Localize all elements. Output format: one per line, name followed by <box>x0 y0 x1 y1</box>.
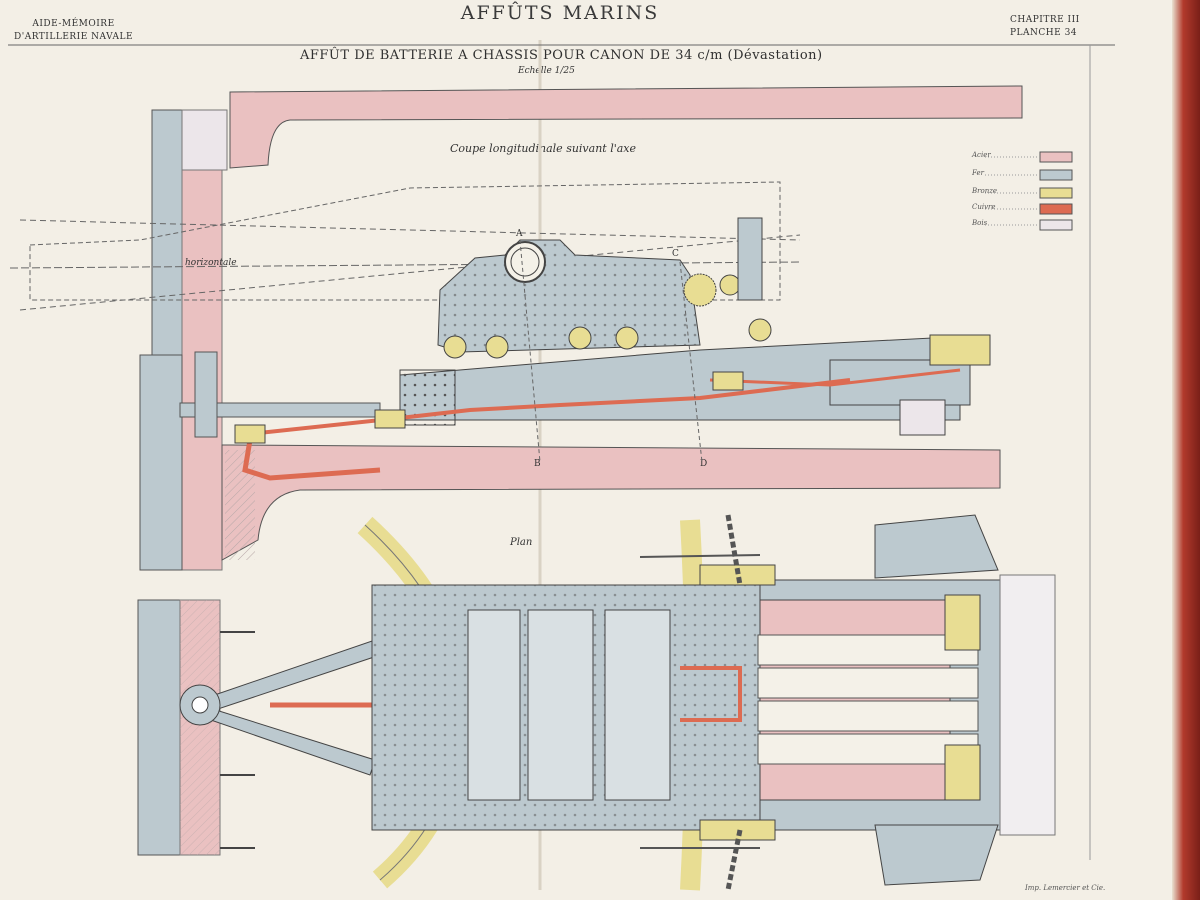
slide-planks <box>757 634 979 765</box>
rear-shield-top <box>874 514 999 579</box>
plate-title: AFFÛTS MARINS <box>460 2 660 24</box>
pivot-bolt <box>194 351 218 438</box>
cheek-rivets <box>438 240 700 352</box>
hydraulic-pipe-2 <box>242 439 381 481</box>
pivot-arm-lower <box>199 704 376 776</box>
rear-fitting <box>929 334 991 366</box>
plan-armour-hatch <box>180 600 220 855</box>
series-line-2: D'ARTILLERIE NAVALE <box>14 32 134 42</box>
pipe-fitting-1 <box>234 424 266 444</box>
table-edge <box>1172 0 1200 900</box>
section-letter-c: C <box>672 249 679 259</box>
legend-swatch-acier <box>1039 151 1073 163</box>
buffer-block-bottom <box>944 744 981 801</box>
legend-label-fer: Fer <box>972 169 984 177</box>
elevation-line-1 <box>19 219 801 241</box>
legend-label-acier: Acier <box>972 151 991 159</box>
plan-slide-bed <box>759 599 951 801</box>
legend-swatch-fer <box>1039 169 1073 181</box>
legend-swatch-cuivre <box>1039 203 1073 215</box>
legend-swatch-bronze <box>1039 187 1073 199</box>
section-letter-a: A <box>515 229 523 239</box>
lower-hull <box>139 354 183 571</box>
legend-label-cuivre: Cuivre <box>972 203 996 211</box>
elevation-line-2 <box>19 234 801 311</box>
handwheel-top <box>639 554 761 558</box>
legend-swatch-bois <box>1039 219 1073 231</box>
rear-buffer <box>899 399 946 436</box>
plan-hull-plate <box>137 599 181 856</box>
hydraulic-pipe-3 <box>709 368 961 387</box>
wood-backing <box>181 109 228 171</box>
plan-view <box>137 514 1056 891</box>
chapter-label: CHAPITRE III PLANCHE 34 <box>1010 14 1080 40</box>
hydraulic-pipe-1 <box>239 378 851 437</box>
chapter-line: CHAPITRE III <box>1010 15 1080 25</box>
printer-credit: Imp. Lemercier et Cie. <box>1025 884 1106 892</box>
elevating-arm <box>737 217 763 301</box>
plan-hydraulic-loop <box>680 666 742 722</box>
carriage-rollers <box>443 318 772 359</box>
horizontale-label: horizontale <box>185 258 237 268</box>
pivot-arm-upper <box>198 639 381 711</box>
chassis-transoms <box>467 609 671 801</box>
legend-label-bronze: Bronze <box>972 187 998 195</box>
series-line-1: AIDE-MÉMOIRE <box>32 19 115 29</box>
section-letter-b: B <box>534 459 541 469</box>
elevating-gear <box>683 273 717 307</box>
scale-label: Echelle 1/25 <box>518 66 575 76</box>
series-label: AIDE-MÉMOIRE D'ARTILLERIE NAVALE <box>14 18 133 44</box>
pinion-gear <box>719 274 741 296</box>
rear-shield-bottom <box>874 824 999 886</box>
gun-barrel-outline <box>29 181 781 301</box>
plate-number: PLANCHE 34 <box>1010 28 1078 38</box>
section-view-title: Coupe longitudinale suivant l'axe <box>450 142 637 155</box>
section-letter-d: D <box>700 459 707 469</box>
training-chain-top <box>725 514 743 586</box>
pipe-fitting-2 <box>374 409 406 429</box>
buffer-block-top <box>944 594 981 651</box>
trunnion-inner <box>510 247 540 277</box>
drawing-title: AFFÛT DE BATTERIE A CHASSIS POUR CANON D… <box>300 48 823 63</box>
longitudinal-section: horizontale A C B <box>9 85 1023 571</box>
section-line-cd <box>679 261 703 463</box>
plan-view-title: Plan <box>510 537 533 548</box>
section-line-ab <box>519 239 541 463</box>
rear-platform <box>999 574 1056 836</box>
material-legend <box>985 151 1073 231</box>
anchor-bolts <box>220 631 255 849</box>
upper-deck-beam <box>229 85 1023 169</box>
deck-hatching <box>225 450 255 560</box>
pivot-pin <box>191 696 209 714</box>
legend-label-bois: Bois <box>972 219 988 227</box>
training-chain-bottom <box>725 829 743 891</box>
pipe-fitting-3 <box>712 371 744 391</box>
